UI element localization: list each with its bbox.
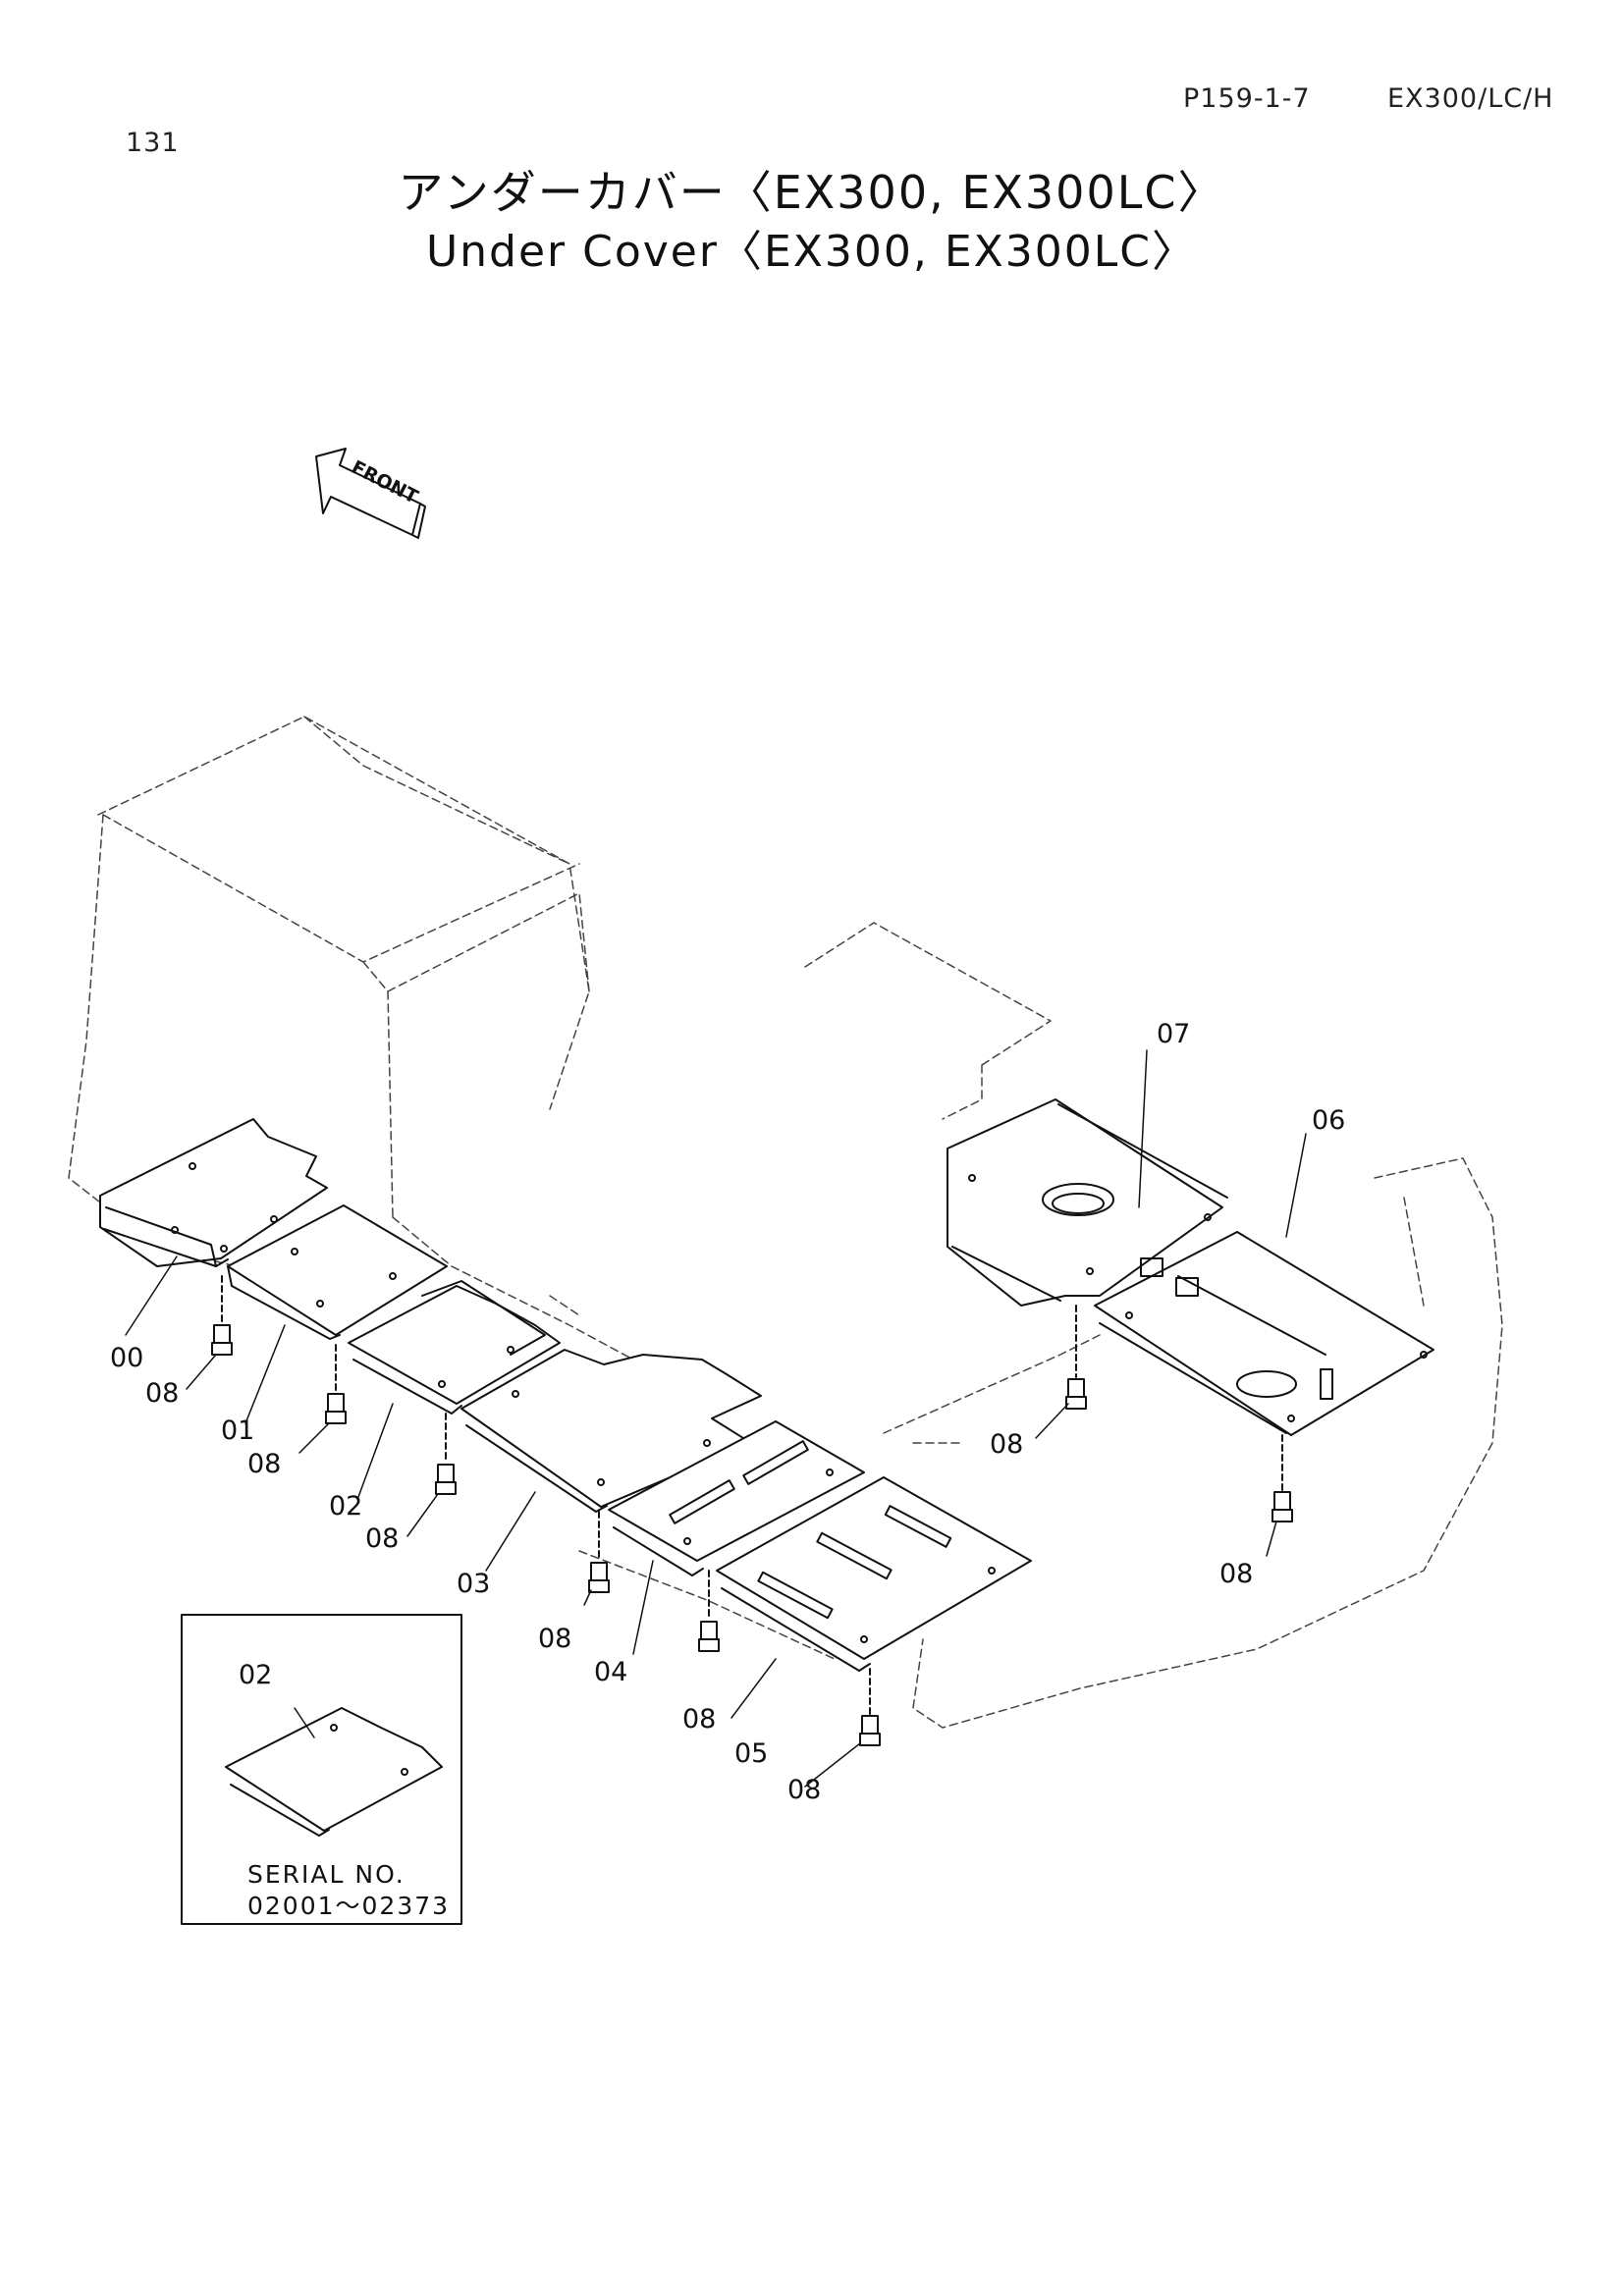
bolt-icon — [325, 1344, 347, 1424]
page-reference: P159-1-7 — [1183, 83, 1311, 114]
bolt-icon — [698, 1570, 720, 1652]
callout-06: 06 — [1312, 1105, 1345, 1136]
callout-07: 07 — [1157, 1019, 1190, 1049]
bolt-icon — [211, 1275, 233, 1356]
part-07-cover — [947, 1098, 1228, 1307]
inset-serial-range: 02001～02373 — [247, 1892, 450, 1920]
bolt-icon — [1065, 1305, 1087, 1410]
bolt-icon — [859, 1668, 881, 1746]
front-arrow-icon: FRONT — [315, 448, 426, 539]
callout-08: 08 — [990, 1429, 1023, 1460]
inset-box — [181, 1614, 462, 1925]
part-02-cover — [348, 1280, 561, 1415]
inset-part-02-cover — [225, 1707, 443, 1837]
bolt-icon — [1271, 1434, 1293, 1522]
inset-serial-label: SERIAL NO. — [247, 1860, 406, 1889]
callout-02: 02 — [329, 1491, 362, 1522]
part-00-cover — [99, 1118, 328, 1267]
part-04-cover — [608, 1420, 865, 1576]
callout-08: 08 — [538, 1624, 571, 1654]
callout-01: 01 — [221, 1415, 254, 1446]
machine-body-outline — [68, 716, 1503, 1729]
page-number: 131 — [126, 128, 180, 158]
callout-08: 08 — [787, 1775, 821, 1805]
callout-04: 04 — [594, 1657, 627, 1687]
part-06-cover — [1094, 1231, 1434, 1436]
title-japanese: アンダーカバー〈EX300, EX300LC〉 — [398, 166, 1225, 219]
callout-08: 08 — [247, 1449, 281, 1479]
callout-08: 08 — [682, 1704, 716, 1735]
part-05-cover — [716, 1476, 1032, 1672]
title-english: Under Cover〈EX300, EX300LC〉 — [425, 227, 1198, 277]
callout-03: 03 — [457, 1569, 490, 1599]
callout-08: 08 — [145, 1378, 179, 1409]
inset-callout-02: 02 — [239, 1660, 272, 1690]
part-01-cover — [227, 1204, 448, 1340]
callout-08: 08 — [1219, 1559, 1253, 1589]
model-code: EX300/LC/H — [1387, 83, 1554, 114]
callout-08: 08 — [365, 1523, 399, 1554]
bolt-icon — [435, 1413, 457, 1495]
callout-05: 05 — [734, 1738, 768, 1769]
callout-00: 00 — [110, 1343, 143, 1373]
bolt-icon — [588, 1511, 610, 1593]
